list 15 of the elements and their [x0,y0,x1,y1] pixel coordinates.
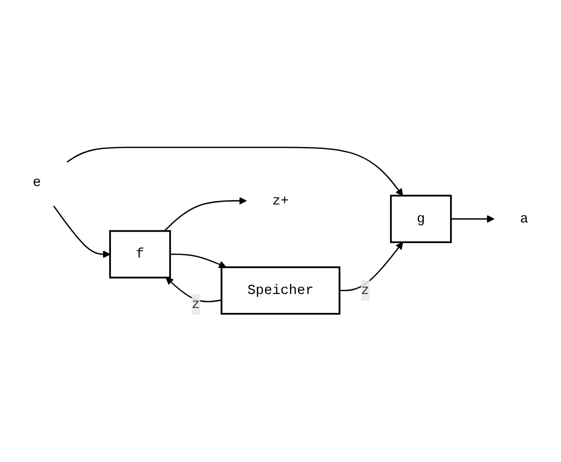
arrow [166,277,222,302]
node-box: g [390,194,452,244]
arrow [170,254,226,268]
node-box: f [109,230,171,278]
node-text: z+ [272,193,289,209]
arrow [340,242,404,292]
edge-label: z [192,296,200,312]
arrow [450,215,494,223]
arrow [53,206,110,258]
arrow [164,197,247,232]
arrow [66,146,404,196]
node-text: e [32,174,42,190]
node-box: Speicher [220,266,340,315]
edge-label: z [361,282,370,298]
node-text: a [520,211,528,227]
